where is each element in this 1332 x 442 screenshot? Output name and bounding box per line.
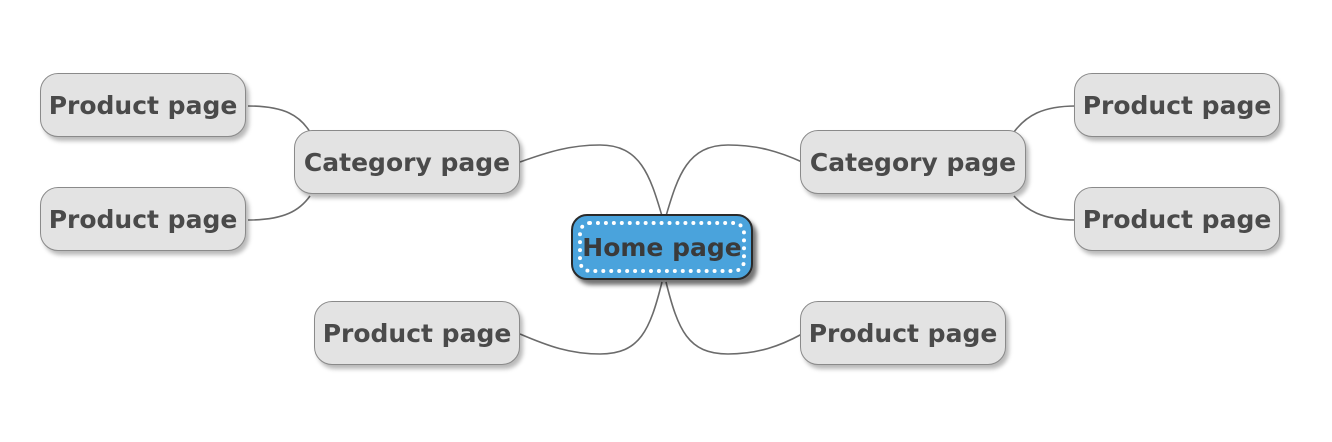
product-node-bottom-left[interactable]: Product page	[314, 301, 520, 365]
product-node-label: Product page	[808, 318, 998, 348]
product-node-label: Product page	[322, 318, 512, 348]
product-node-left-top[interactable]: Product page	[40, 73, 246, 137]
root-node-home-page[interactable]: Home page	[571, 214, 753, 280]
connector-root-to-category-right	[665, 144, 803, 217]
product-node-label: Product page	[1082, 90, 1272, 120]
product-node-bottom-right[interactable]: Product page	[800, 301, 1006, 365]
connector-category-left-to-product-1	[247, 105, 311, 133]
product-node-label: Product page	[1082, 204, 1272, 234]
connector-root-to-category-left	[519, 144, 663, 217]
product-node-left-bottom[interactable]: Product page	[40, 187, 246, 251]
category-node-left[interactable]: Category page	[294, 130, 520, 194]
product-node-right-top[interactable]: Product page	[1074, 73, 1280, 137]
category-node-label: Category page	[303, 147, 511, 177]
connector-category-right-to-product-1	[1013, 105, 1077, 133]
category-node-right[interactable]: Category page	[800, 130, 1026, 194]
product-node-label: Product page	[48, 90, 238, 120]
category-node-label: Category page	[809, 147, 1017, 177]
connector-category-right-to-product-2	[1013, 195, 1077, 221]
connector-root-to-product-bottom-right	[665, 281, 803, 355]
product-node-right-bottom[interactable]: Product page	[1074, 187, 1280, 251]
connector-category-left-to-product-2	[247, 195, 311, 221]
root-node-label: Home page	[582, 232, 742, 262]
connector-root-to-product-bottom-left	[519, 281, 663, 355]
product-node-label: Product page	[48, 204, 238, 234]
